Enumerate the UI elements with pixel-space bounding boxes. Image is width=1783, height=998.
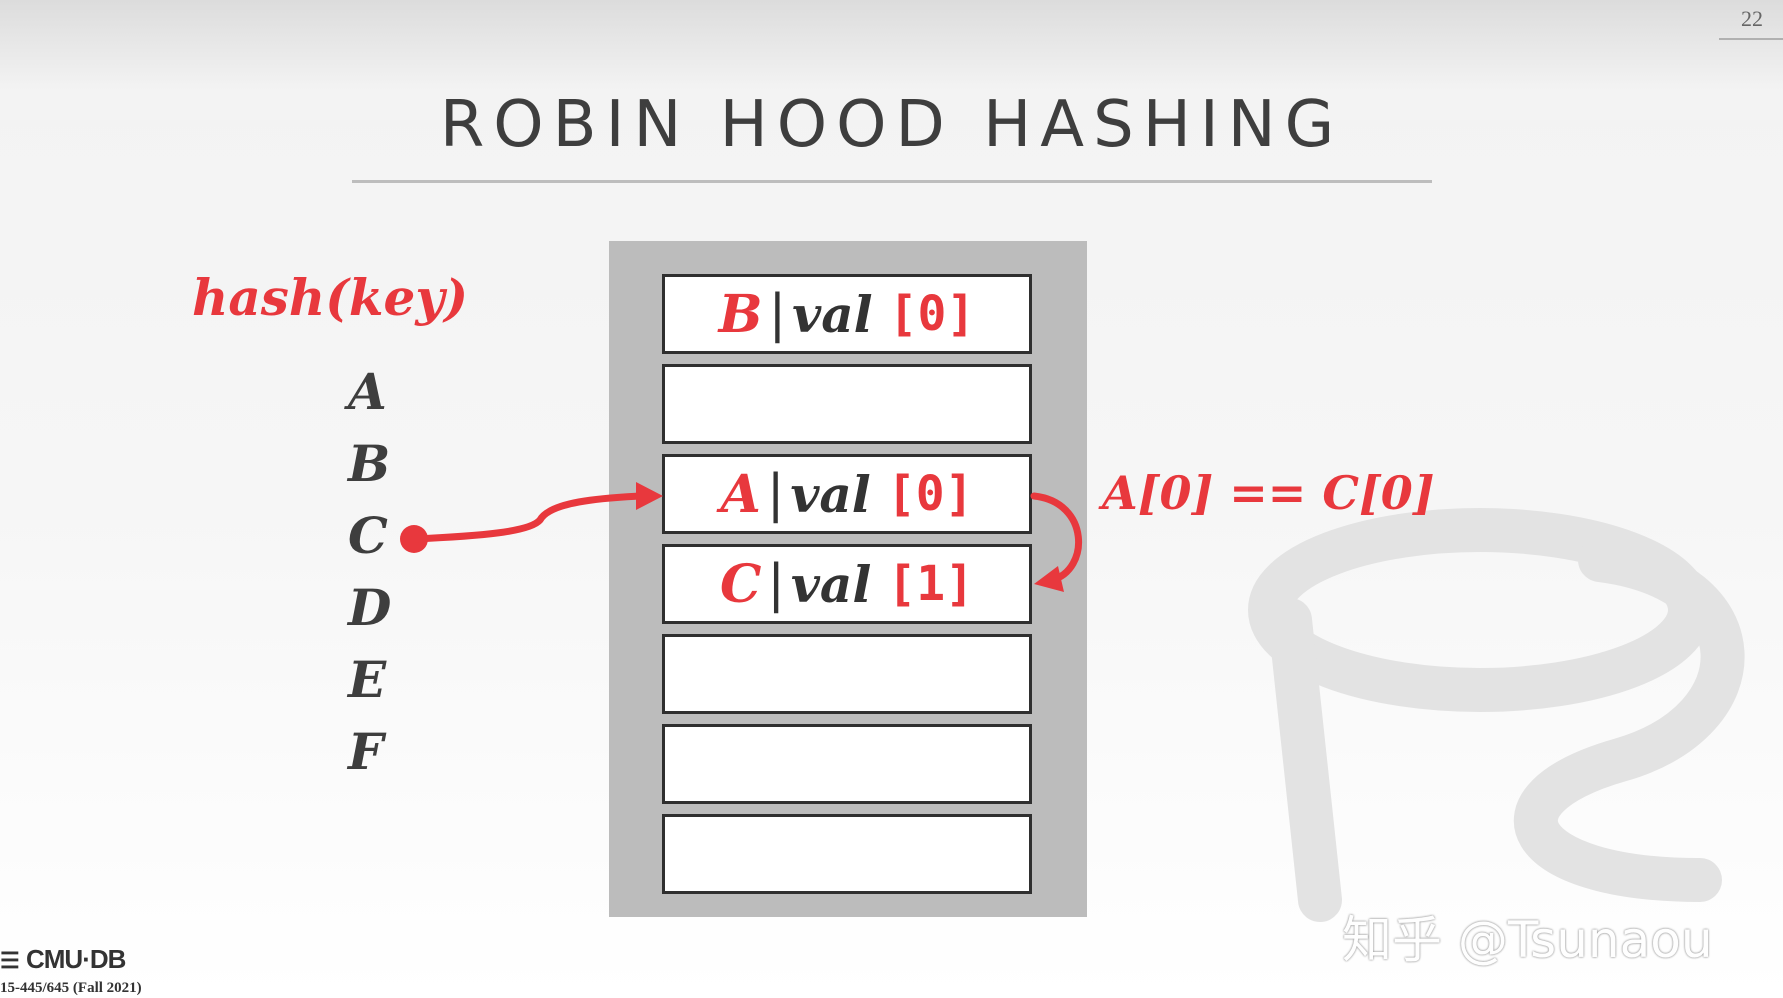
slot-value: val <box>790 554 872 614</box>
key-a: A <box>348 362 387 421</box>
hash-slot-1 <box>662 364 1032 444</box>
course-label: 15-445/645 (Fall 2021) <box>0 980 142 996</box>
slot-value: val <box>790 464 871 524</box>
key-c: C <box>348 506 388 565</box>
key-b: B <box>348 434 391 493</box>
hash-slot-3: C | val [1] <box>662 544 1032 624</box>
hash-slot-6 <box>662 814 1032 894</box>
slot-key: B <box>718 283 763 345</box>
hash-slot-4 <box>662 634 1032 714</box>
slot-distance: [1] <box>887 556 975 612</box>
slot-value: val <box>792 284 873 344</box>
hash-function-label: hash(key) <box>192 268 469 327</box>
slot-separator: | <box>766 464 785 524</box>
page-number: 22 <box>1741 6 1763 31</box>
slot-distance: [0] <box>886 466 974 522</box>
key-d: D <box>348 578 392 637</box>
slot-key: C <box>719 553 762 615</box>
slide-title: ROBIN HOOD HASHING <box>439 88 1344 162</box>
comparison-annotation: A[0] == C[0] <box>1102 466 1435 520</box>
slot-separator: | <box>768 284 787 344</box>
slot-distance: [0] <box>888 286 976 342</box>
page-number-divider <box>1719 38 1783 40</box>
slot-key: A <box>720 463 761 525</box>
key-f: F <box>348 722 384 781</box>
hash-slot-2: A | val [0] <box>662 454 1032 534</box>
slot-separator: | <box>767 554 785 614</box>
hash-slot-0: B | val [0] <box>662 274 1032 354</box>
title-divider <box>352 180 1432 183</box>
zhihu-watermark: 知乎 @Tsunaou <box>1342 911 1713 969</box>
database-icon: ☰ <box>0 948 20 973</box>
logo-text: CMU·DB <box>26 944 126 974</box>
hash-slot-5 <box>662 724 1032 804</box>
key-e: E <box>348 650 387 709</box>
cmu-db-logo: ☰CMU·DB <box>0 944 126 975</box>
